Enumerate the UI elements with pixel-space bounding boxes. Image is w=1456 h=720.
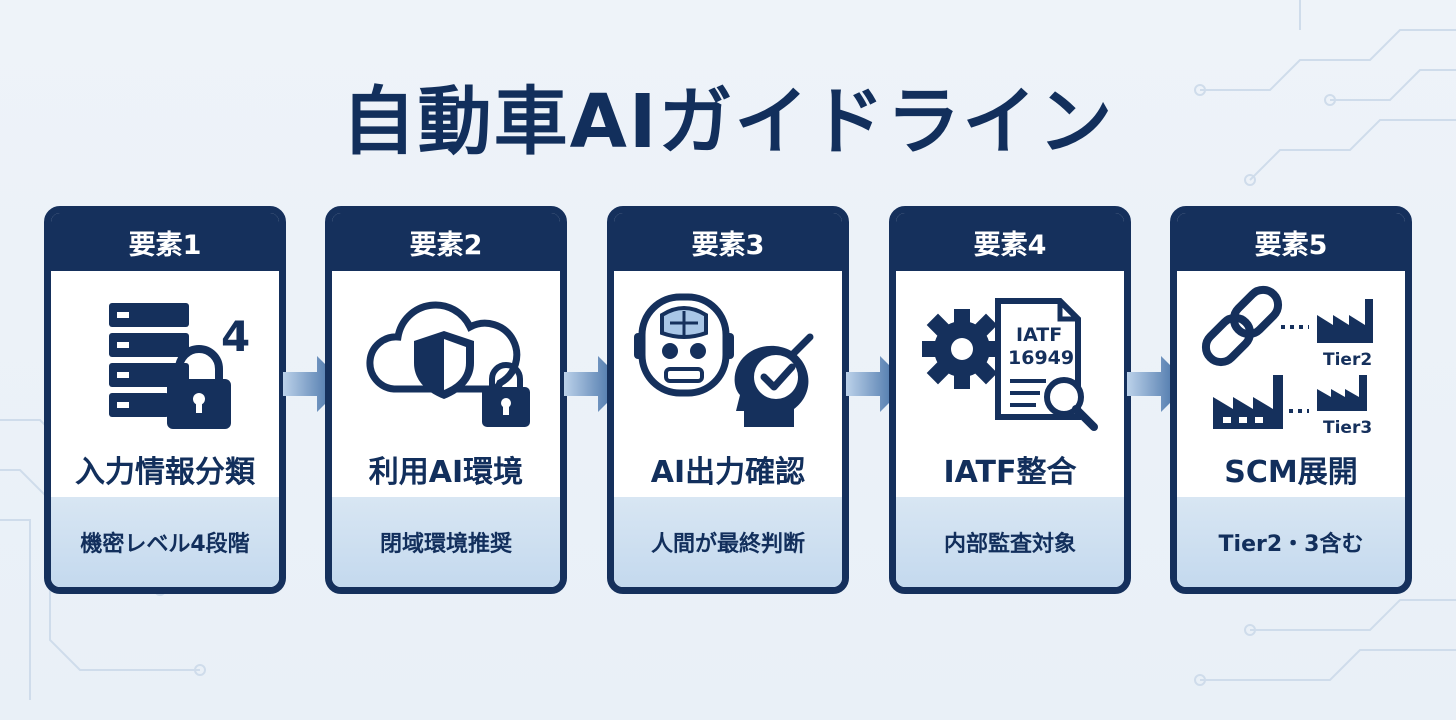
element-label: 要素2: [332, 213, 560, 271]
element-card-5: 要素5 Tier2 Tier3 SCM展開 Tier2・3含む: [1170, 206, 1412, 594]
element-note: Tier2・3含む: [1177, 497, 1405, 587]
element-label: 要素4: [896, 213, 1124, 271]
doc-label-2: 16949: [1008, 347, 1074, 369]
chain-factory-icon: Tier2 Tier3: [1201, 285, 1373, 438]
element-card-4: 要素4 IATF 16949 IATF整合 内部監査対象: [889, 206, 1131, 594]
server-lock-icon: 4: [109, 303, 250, 429]
element-card-1: 要素1 4 入力情報分類 機密レベル4段階: [44, 206, 286, 594]
element-note: 機密レベル4段階: [51, 497, 279, 587]
element-note: 人間が最終判断: [614, 497, 842, 587]
element-label: 要素1: [51, 213, 279, 271]
element-title: AI出力確認: [650, 455, 806, 490]
element-label: 要素3: [614, 213, 842, 271]
robot-human-check-icon: [634, 293, 814, 427]
element-note: 内部監査対象: [896, 497, 1124, 587]
element-title: 入力情報分類: [75, 455, 255, 490]
tier-label-b: Tier3: [1323, 418, 1372, 438]
element-card-2: 要素2 利用AI環境 閉域環境推奨: [325, 206, 567, 594]
element-label: 要素5: [1177, 213, 1405, 271]
gear-document-search-icon: IATF 16949: [922, 298, 1098, 431]
element-title: 利用AI環境: [368, 455, 524, 490]
element-title: SCM展開: [1224, 455, 1358, 490]
element-title: IATF整合: [943, 455, 1077, 490]
tier-label-a: Tier2: [1323, 350, 1372, 370]
page-title: 自動車AIガイドライン: [341, 79, 1115, 165]
doc-label-1: IATF: [1016, 324, 1062, 346]
level-badge: 4: [221, 312, 250, 361]
element-card-3: 要素3 AI出力確認 人間が最終判断: [607, 206, 849, 594]
element-note: 閉域環境推奨: [332, 497, 560, 587]
cloud-shield-lock-icon: [366, 301, 530, 427]
